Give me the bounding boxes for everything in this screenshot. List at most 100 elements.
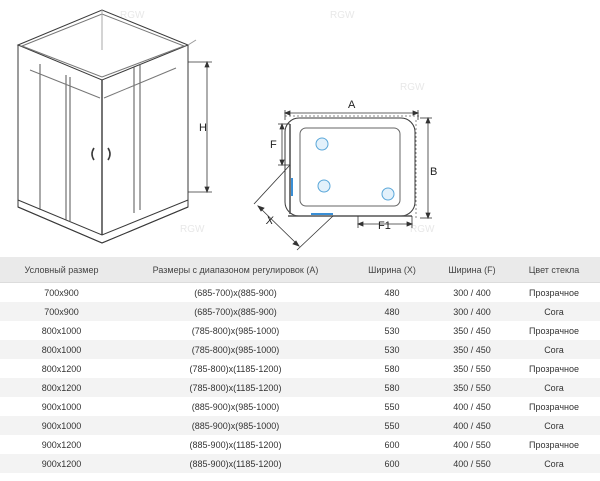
header-glass-color: Цвет стекла bbox=[508, 257, 600, 283]
arrow-up-left-icon bbox=[257, 205, 265, 212]
cell-width-x: 480 bbox=[348, 302, 436, 321]
table-row: 900x1200 (885-900)x(1185-1200) 600 400 /… bbox=[0, 435, 600, 454]
cell-adjustment-range: (685-700)x(885-900) bbox=[123, 282, 348, 302]
tray-inner bbox=[299, 127, 401, 207]
cell-nominal-size: 900x1000 bbox=[0, 416, 123, 435]
cell-nominal-size: 800x1200 bbox=[0, 378, 123, 397]
plan-view bbox=[284, 115, 420, 220]
cell-glass-color: Сога bbox=[508, 416, 600, 435]
table-row: 700x900 (685-700)x(885-900) 480 300 / 40… bbox=[0, 302, 600, 321]
top-frame-inner bbox=[20, 13, 186, 78]
cell-glass-color: Прозрачное bbox=[508, 282, 600, 302]
cell-glass-color: Прозрачное bbox=[508, 397, 600, 416]
x-extension-bottom bbox=[296, 215, 334, 251]
cell-nominal-size: 700x900 bbox=[0, 302, 123, 321]
tray-edge-right bbox=[101, 206, 189, 244]
cell-width-f: 350 / 550 bbox=[436, 359, 508, 378]
table-row: 800x1000 (785-800)x(985-1000) 530 350 / … bbox=[0, 340, 600, 359]
cell-glass-color: Сога bbox=[508, 340, 600, 359]
cell-nominal-size: 800x1000 bbox=[0, 321, 123, 340]
arrow-left-icon bbox=[356, 221, 364, 227]
cell-width-x: 580 bbox=[348, 359, 436, 378]
header-adjustment-range: Размеры с диапазоном регулировок (А) bbox=[123, 257, 348, 283]
cell-adjustment-range: (785-800)x(1185-1200) bbox=[123, 359, 348, 378]
drain-icon bbox=[381, 187, 395, 201]
header-width-f: Ширина (F) bbox=[436, 257, 508, 283]
left-handle-icon bbox=[91, 147, 95, 161]
watermark-text: RGW bbox=[180, 224, 205, 235]
table-row: 800x1000 (785-800)x(985-1000) 530 350 / … bbox=[0, 321, 600, 340]
cell-width-f: 400 / 550 bbox=[436, 435, 508, 454]
cell-adjustment-range: (885-900)x(1185-1200) bbox=[123, 435, 348, 454]
arrow-down-right-icon bbox=[292, 240, 300, 247]
cell-width-x: 550 bbox=[348, 397, 436, 416]
left-rail bbox=[29, 69, 101, 99]
tray-edge-left bbox=[17, 206, 103, 244]
arrow-right-icon bbox=[406, 221, 414, 227]
width-dimension bbox=[420, 116, 432, 220]
cell-adjustment-range: (885-900)x(985-1000) bbox=[123, 416, 348, 435]
cell-width-f: 300 / 400 bbox=[436, 302, 508, 321]
shower-head-icon bbox=[315, 137, 329, 151]
watermark-text: RGW bbox=[120, 10, 145, 21]
cell-width-f: 350 / 550 bbox=[436, 378, 508, 397]
top-frame bbox=[16, 9, 190, 81]
shower-tray bbox=[17, 199, 189, 244]
arrow-down-icon bbox=[204, 186, 210, 194]
tray-outline bbox=[284, 117, 416, 217]
cell-glass-color: Сога bbox=[508, 378, 600, 397]
arrow-right-icon bbox=[412, 110, 420, 116]
cell-width-x: 480 bbox=[348, 282, 436, 302]
cell-adjustment-range: (885-900)x(985-1000) bbox=[123, 397, 348, 416]
cell-width-x: 600 bbox=[348, 454, 436, 473]
right-handle-icon bbox=[107, 147, 111, 161]
cell-width-x: 530 bbox=[348, 340, 436, 359]
side-panel-label: F bbox=[270, 139, 277, 151]
cell-glass-color: Сога bbox=[508, 454, 600, 473]
length-label: A bbox=[348, 99, 356, 111]
header-width-x: Ширина (X) bbox=[348, 257, 436, 283]
header-nominal-size: Условный размер bbox=[0, 257, 123, 283]
watermark-text: RGW bbox=[330, 10, 355, 21]
watermark-text: RGW bbox=[400, 82, 425, 93]
cell-adjustment-range: (785-800)x(1185-1200) bbox=[123, 378, 348, 397]
arrow-up-icon bbox=[279, 122, 285, 130]
cell-width-f: 350 / 450 bbox=[436, 321, 508, 340]
x-dimension-line bbox=[257, 205, 300, 247]
arrow-down-icon bbox=[425, 212, 431, 220]
entry-width-dimension bbox=[253, 164, 334, 251]
height-label: H bbox=[199, 122, 207, 134]
side-panel-dimension bbox=[278, 122, 290, 167]
cell-width-x: 530 bbox=[348, 321, 436, 340]
cell-nominal-size: 800x1200 bbox=[0, 359, 123, 378]
table-row: 900x1000 (885-900)x(985-1000) 550 400 / … bbox=[0, 397, 600, 416]
arrow-down-icon bbox=[279, 159, 285, 167]
arrow-up-icon bbox=[425, 116, 431, 124]
cell-width-f: 400 / 450 bbox=[436, 416, 508, 435]
table-header-row: Условный размер Размеры с диапазоном рег… bbox=[0, 257, 600, 283]
cell-nominal-size: 700x900 bbox=[0, 282, 123, 302]
arrow-left-icon bbox=[283, 110, 291, 116]
width-label: B bbox=[430, 166, 437, 178]
cell-nominal-size: 900x1200 bbox=[0, 435, 123, 454]
table-row: 900x1200 (885-900)x(1185-1200) 600 400 /… bbox=[0, 454, 600, 473]
table-row: 800x1200 (785-800)x(1185-1200) 580 350 /… bbox=[0, 378, 600, 397]
cell-width-x: 550 bbox=[348, 416, 436, 435]
cell-nominal-size: 900x1000 bbox=[0, 397, 123, 416]
cell-adjustment-range: (785-800)x(985-1000) bbox=[123, 340, 348, 359]
arrow-up-icon bbox=[204, 60, 210, 68]
bather-icon bbox=[317, 179, 331, 193]
table-row: 900x1000 (885-900)x(985-1000) 550 400 / … bbox=[0, 416, 600, 435]
length-dimension bbox=[283, 110, 420, 120]
cell-nominal-size: 900x1200 bbox=[0, 454, 123, 473]
watermarks: RGW RGW RGW RGW RGW bbox=[120, 10, 435, 235]
x-extension-top bbox=[253, 164, 291, 205]
wall-mark bbox=[187, 39, 197, 46]
entry-width-label: X bbox=[265, 215, 274, 227]
cell-width-f: 400 / 550 bbox=[436, 454, 508, 473]
cell-width-x: 580 bbox=[348, 378, 436, 397]
cell-nominal-size: 800x1000 bbox=[0, 340, 123, 359]
cell-width-f: 300 / 400 bbox=[436, 282, 508, 302]
cell-glass-color: Прозрачное bbox=[508, 359, 600, 378]
